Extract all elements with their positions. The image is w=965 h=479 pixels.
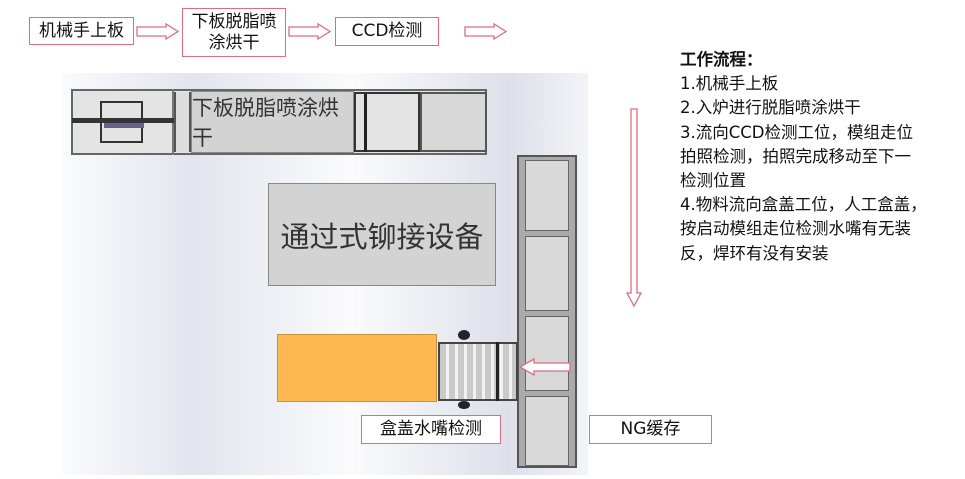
step-degrease-line1: 下板脱脂喷 <box>191 11 277 32</box>
buffer-slot <box>525 396 569 466</box>
buffer-slot <box>525 316 569 391</box>
process-line: 2.入炉进行脱脂喷涂烘干 <box>680 98 861 118</box>
riveting-machine-block: 通过式铆接设备 <box>268 183 496 286</box>
step-degrease-line2: 涂烘干 <box>208 32 260 53</box>
process-line: 3.流向CCD检测工位，模组走位 <box>680 122 913 142</box>
process-line: 4.物料流向盒盖工位，人工盒盖， <box>680 195 927 215</box>
process-line: 按启动模组走位检测水嘴有无装 <box>680 219 911 239</box>
process-description: 工作流程： 1.机械手上板 2.入炉进行脱脂喷涂烘干 3.流向CCD检测工位，模… <box>680 48 965 266</box>
down-arrow-icon <box>625 108 643 308</box>
robot-rail <box>72 118 174 123</box>
process-line: 反，焊环有没有安装 <box>680 243 829 263</box>
roller-wheel-icon <box>458 401 470 409</box>
step-degrease-dry: 下板脱脂喷 涂烘干 <box>182 8 286 57</box>
gripper-carriage <box>104 120 144 128</box>
frame-segment <box>174 92 191 152</box>
buffer-slot <box>525 160 569 231</box>
ccd-station <box>354 92 420 152</box>
lid-conveyor <box>438 342 518 401</box>
ng-buffer-label: NG缓存 <box>589 415 712 444</box>
degrease-oven-block: 下板脱脂喷涂烘干 <box>191 91 354 153</box>
process-title: 工作流程： <box>680 50 763 69</box>
ccd-rail <box>364 94 367 152</box>
step-robot-loading: 机械手上板 <box>29 17 134 45</box>
lid-nozzle-inspection-label: 盒盖水嘴检测 <box>361 415 501 444</box>
right-arrow-icon <box>288 23 332 40</box>
right-arrow-icon <box>464 23 508 40</box>
process-line: 1.机械手上板 <box>680 74 779 94</box>
ng-buffer-column <box>517 155 577 468</box>
process-line: 检测位置 <box>680 171 746 191</box>
process-line: 拍照检测，拍照完成移动至下一 <box>680 146 911 166</box>
left-arrow-icon <box>518 358 571 376</box>
orange-work-area <box>277 334 437 402</box>
right-arrow-icon <box>136 23 180 40</box>
roller-wheel-icon <box>458 330 470 340</box>
robot-loading-station <box>72 89 174 155</box>
corner-cell <box>420 92 487 152</box>
step-ccd-inspection: CCD检测 <box>335 17 439 46</box>
buffer-slot <box>525 236 569 311</box>
conveyor-gantry <box>496 342 499 401</box>
